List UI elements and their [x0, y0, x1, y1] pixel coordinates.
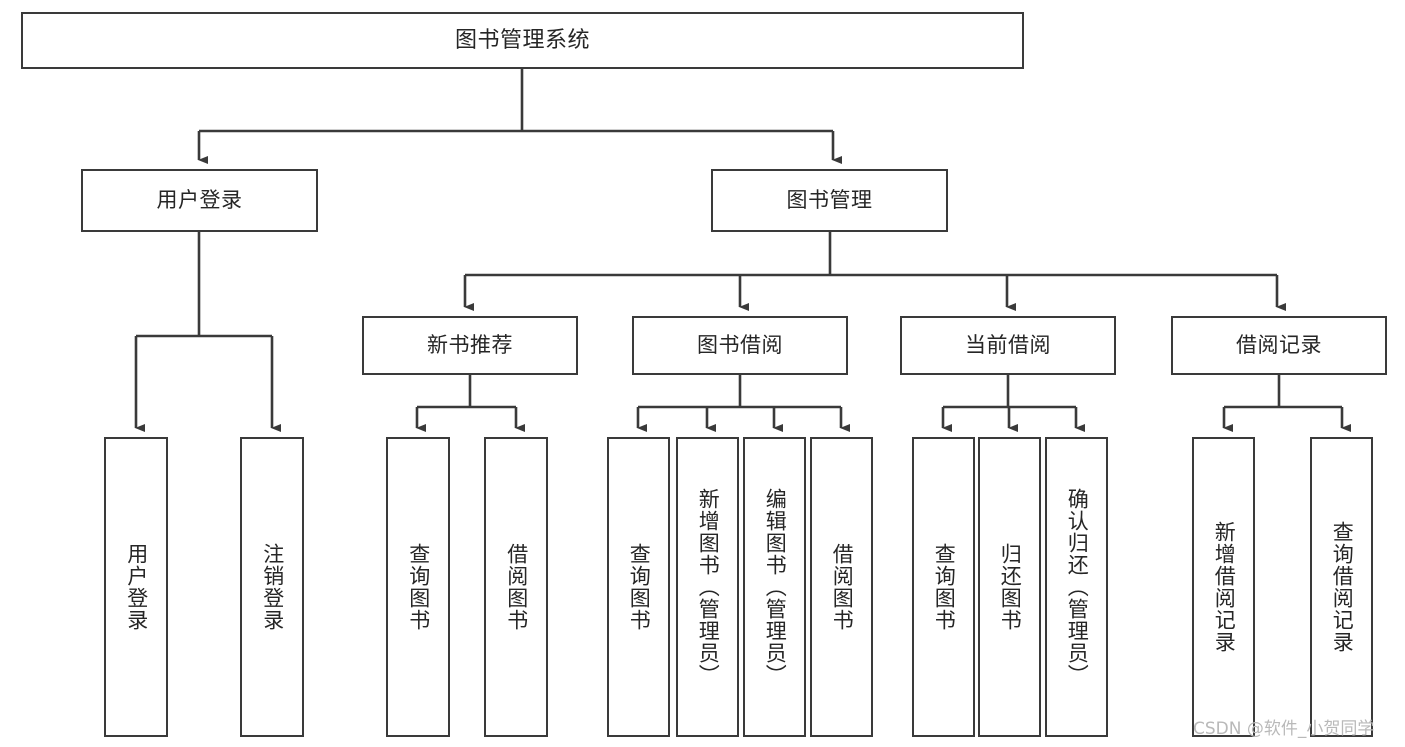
node-label: 新增借阅记录 — [1212, 521, 1237, 653]
leaf-query-borrow-record[interactable]: 查询借阅记录 — [1310, 437, 1373, 737]
node-label: 查询图书 — [932, 543, 957, 631]
node-root-book-management-system[interactable]: 图书管理系统 — [21, 12, 1024, 69]
leaf-add-book-admin[interactable]: 新增图书（管理员） — [676, 437, 739, 737]
leaf-add-borrow-record[interactable]: 新增借阅记录 — [1192, 437, 1255, 737]
node-label: 确认归还（管理员） — [1065, 488, 1090, 686]
node-label: 编辑图书（管理员） — [763, 488, 788, 686]
node-label: 借阅图书 — [504, 543, 529, 631]
leaf-confirm-return-admin[interactable]: 确认归还（管理员） — [1045, 437, 1108, 737]
node-new-book-recommendation[interactable]: 新书推荐 — [362, 316, 578, 375]
node-user-login[interactable]: 用户登录 — [81, 169, 318, 232]
leaf-borrow-book-borrow[interactable]: 借阅图书 — [810, 437, 873, 737]
node-label: 查询图书 — [406, 543, 431, 631]
leaf-user-logout[interactable]: 注销登录 — [240, 437, 304, 737]
node-label: 查询借阅记录 — [1330, 521, 1355, 653]
leaf-query-book-borrow[interactable]: 查询图书 — [607, 437, 670, 737]
node-current-borrow[interactable]: 当前借阅 — [900, 316, 1116, 375]
leaf-edit-book-admin[interactable]: 编辑图书（管理员） — [743, 437, 806, 737]
node-label: 借阅图书 — [830, 543, 855, 631]
node-book-management[interactable]: 图书管理 — [711, 169, 948, 232]
node-book-borrow[interactable]: 图书借阅 — [632, 316, 848, 375]
node-label: 图书管理 — [786, 188, 873, 213]
node-label: 归还图书 — [998, 543, 1023, 631]
node-label: 新增图书（管理员） — [696, 488, 721, 686]
leaf-query-book-new-rec[interactable]: 查询图书 — [386, 437, 450, 737]
node-label: 用户登录 — [124, 543, 149, 631]
node-label: 用户登录 — [156, 188, 243, 213]
node-borrow-record[interactable]: 借阅记录 — [1171, 316, 1387, 375]
leaf-borrow-book-new-rec[interactable]: 借阅图书 — [484, 437, 548, 737]
csdn-watermark: CSDN @软件_小贺同学 — [1193, 719, 1375, 739]
node-label: 图书借阅 — [697, 333, 783, 358]
leaf-return-book[interactable]: 归还图书 — [978, 437, 1041, 737]
leaf-query-book-current[interactable]: 查询图书 — [912, 437, 975, 737]
node-label: 图书管理系统 — [454, 27, 590, 53]
node-label: 注销登录 — [260, 543, 285, 631]
node-label: 借阅记录 — [1236, 333, 1322, 358]
leaf-user-login[interactable]: 用户登录 — [104, 437, 168, 737]
node-label: 当前借阅 — [965, 333, 1051, 358]
node-label: 查询图书 — [627, 543, 652, 631]
node-label: 新书推荐 — [427, 333, 513, 358]
